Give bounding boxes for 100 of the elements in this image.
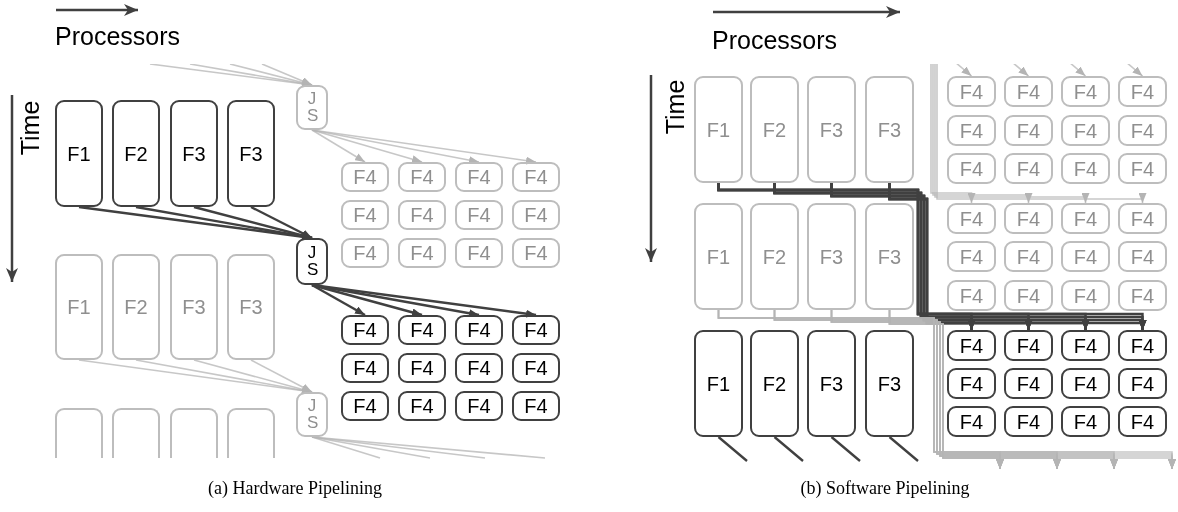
task-box [455,238,503,268]
task-box [398,391,446,421]
task-box [341,353,389,383]
task-box [1004,153,1053,184]
task-box [341,162,389,192]
arrow [250,205,313,240]
task-box [1061,153,1110,184]
task-box [398,238,446,268]
task-box [1004,368,1053,399]
task-box [1118,368,1167,399]
task-label: J S [305,398,319,431]
task-box [455,162,503,192]
task-box [947,241,996,272]
task-box [1061,406,1110,437]
task-box [1004,330,1053,361]
task-box [1061,115,1110,146]
task-box [807,76,856,183]
task-box [341,391,389,421]
caption: (b) Software Pipelining [800,478,970,499]
arrow [1125,64,1144,77]
task-box [865,76,914,183]
arrow [1011,64,1030,77]
task-box [1061,368,1110,399]
task-box [227,408,275,458]
task-box [112,100,160,207]
task-box [694,330,743,437]
task-box [1061,241,1110,272]
task-label: J S [305,91,319,124]
arrow [930,64,976,204]
arrow [311,283,423,317]
arrow [311,283,366,317]
arrow [311,283,537,318]
task-box [947,406,996,437]
task-box [455,315,503,345]
axis-label: Time [660,79,690,135]
axis-label: Processors [55,22,181,51]
task-box [750,76,799,183]
task-box [1118,203,1167,234]
task-box [865,203,914,310]
task-box [398,162,446,192]
arrow [932,64,1033,204]
task-box [1061,330,1110,361]
task-box [947,203,996,234]
task-box [455,200,503,230]
task-box [341,200,389,230]
task-box [947,76,996,107]
task-box [807,203,856,310]
arrow [936,64,1147,204]
task-box [1118,280,1167,311]
task-box [947,153,996,184]
task-box [512,353,560,383]
task-box [55,408,103,458]
task-box [1118,153,1167,184]
task-box [112,408,160,458]
task-box [341,238,389,268]
task-box [55,254,103,360]
arrow [311,129,423,164]
arrow [250,359,313,393]
task-box [1061,76,1110,107]
task-box [170,254,218,360]
task-box [947,115,996,146]
task-box [1118,241,1167,272]
task-box [1004,115,1053,146]
task-box [398,353,446,383]
arrow [954,64,973,77]
task-box [1118,330,1167,361]
task-box [512,391,560,421]
task-box [750,330,799,437]
task-box [1004,76,1053,107]
task-box [1118,406,1167,437]
task-box [807,330,856,437]
task-box [694,76,743,183]
task-box [1004,280,1053,311]
caption: (a) Hardware Pipelining [208,478,382,499]
task-box [512,238,560,268]
task-box [1004,241,1053,272]
task-box [1004,406,1053,437]
task-box [55,100,103,207]
task-box [455,391,503,421]
task-box [227,100,275,207]
task-box [512,315,560,345]
task-box [112,254,160,360]
task-box [947,280,996,311]
arrow [934,64,1090,204]
arrow [261,64,313,86]
task-box [512,200,560,230]
task-box [1118,115,1167,146]
axis-label: Time [15,100,45,156]
task-box [694,203,743,310]
task-label: J S [305,245,319,278]
task-box [296,238,328,285]
task-box [455,353,503,383]
arrow [1068,64,1087,77]
task-box [398,200,446,230]
task-box [1061,203,1110,234]
axis-label: Processors [712,26,838,55]
task-box [750,203,799,310]
task-box [1004,203,1053,234]
task-box [865,330,914,437]
task-box [170,100,218,207]
